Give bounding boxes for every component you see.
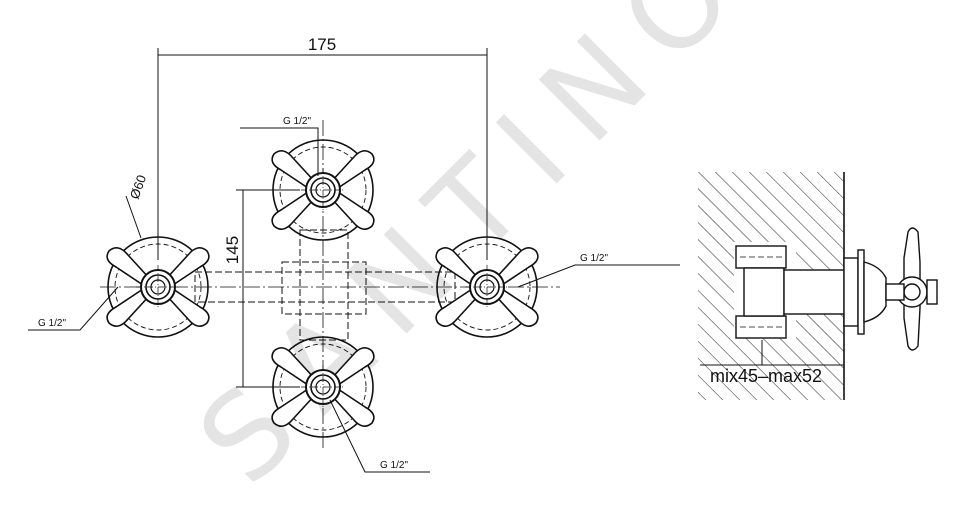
thread-label-right: G 1/2" <box>580 253 608 264</box>
thread-label-top: G 1/2" <box>283 116 311 127</box>
side-view <box>698 172 938 400</box>
thread-label-bottom: G 1/2" <box>380 460 408 471</box>
watermark: SANTINO <box>172 0 776 510</box>
thread-leaders <box>28 127 680 473</box>
diameter-leader <box>125 195 142 239</box>
thread-label-left: G 1/2" <box>38 318 66 329</box>
diameter-label: Ø60 <box>127 173 150 201</box>
dimension-145 <box>236 189 300 388</box>
dimension-width-label: 175 <box>308 35 336 54</box>
side-depth-label: mix45–max52 <box>710 366 822 386</box>
dimension-175 <box>157 48 488 260</box>
dimension-height-label: 145 <box>223 236 242 264</box>
